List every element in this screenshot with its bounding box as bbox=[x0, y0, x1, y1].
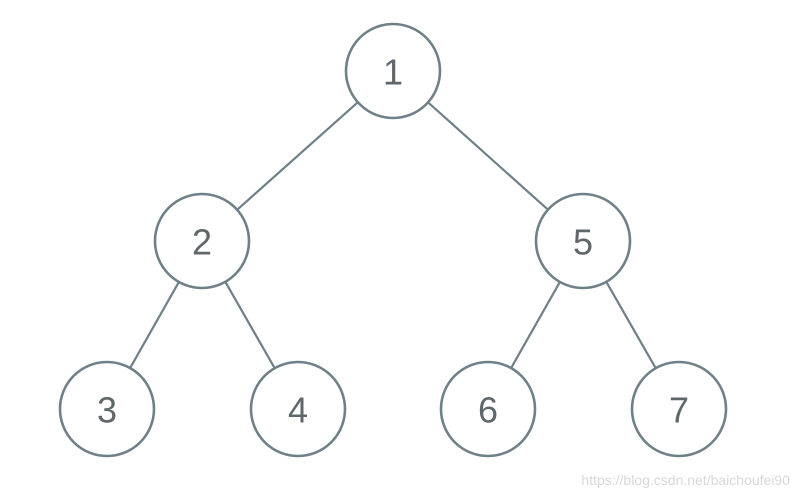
node-label: 7 bbox=[669, 390, 689, 431]
node-label: 5 bbox=[573, 222, 593, 263]
tree-node-1: 1 bbox=[344, 22, 442, 120]
tree-node-7: 7 bbox=[630, 360, 728, 458]
node-circle bbox=[630, 360, 728, 458]
tree-node-3: 3 bbox=[58, 360, 156, 458]
node-circle bbox=[534, 192, 632, 290]
tree-node-6: 6 bbox=[439, 360, 537, 458]
tree-node-4: 4 bbox=[249, 360, 347, 458]
watermark-url: https://blog.csdn.net/baichoufei90 bbox=[581, 472, 790, 488]
node-circle bbox=[58, 360, 156, 458]
edge-2-4 bbox=[224, 280, 276, 370]
edge-5-6 bbox=[510, 280, 562, 370]
edge-1-5 bbox=[426, 101, 550, 211]
node-label: 1 bbox=[383, 52, 403, 93]
node-label: 2 bbox=[192, 222, 212, 263]
node-label: 3 bbox=[97, 390, 117, 431]
edge-5-7 bbox=[605, 280, 657, 370]
node-label: 6 bbox=[478, 390, 498, 431]
node-label: 4 bbox=[288, 390, 308, 431]
tree-nodes: 1 2 5 3 4 6 7 bbox=[58, 22, 728, 458]
node-circle bbox=[344, 22, 442, 120]
edge-1-2 bbox=[236, 101, 359, 211]
tree-edges bbox=[129, 101, 657, 370]
edge-2-3 bbox=[129, 280, 180, 370]
tree-node-2: 2 bbox=[153, 192, 251, 290]
tree-node-5: 5 bbox=[534, 192, 632, 290]
node-circle bbox=[249, 360, 347, 458]
node-circle bbox=[439, 360, 537, 458]
node-circle bbox=[153, 192, 251, 290]
